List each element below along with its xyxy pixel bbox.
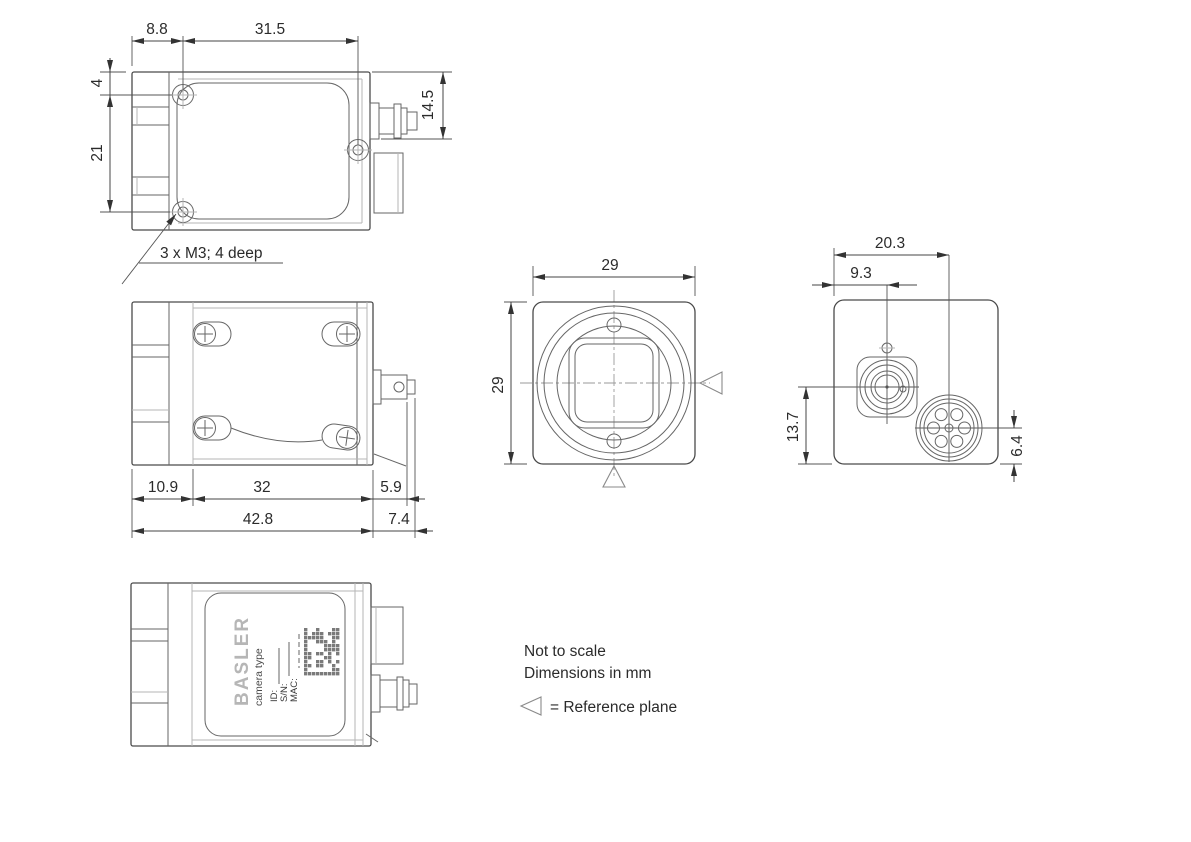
dim-top-31-5: 31.5 [255, 21, 285, 38]
camera-type-text: camera type [253, 648, 265, 706]
dim-top-4: 4 [89, 78, 106, 87]
back-power-io-connector [915, 394, 983, 462]
qr-code [304, 628, 340, 676]
back-led-indicator [879, 342, 895, 354]
front-mount-hole-top [606, 317, 622, 333]
dim-back-6-4: 6.4 [1009, 435, 1026, 457]
front-mount-hole-bottom [606, 433, 622, 449]
back-view-dimensions: 20.3 9.3 13.7 6.4 [785, 235, 1026, 482]
dim-back-20-3: 20.3 [875, 235, 905, 252]
side-view-dimensions: 10.9 32 5.9 42.8 7.4 [131, 398, 433, 538]
top-view-screw-holes [169, 81, 372, 226]
side-view-screws [192, 321, 361, 451]
reference-plane-marker-right [698, 371, 723, 395]
dim-back-13-7: 13.7 [785, 412, 802, 442]
back-view: 20.3 9.3 13.7 6.4 [785, 235, 1026, 482]
front-view-dimensions: 29 29 [490, 257, 696, 465]
back-bnc-connector [856, 356, 918, 418]
note-not-to-scale: Not to scale [524, 643, 606, 660]
dim-side-10-9: 10.9 [148, 479, 178, 496]
label-sn: S/N: [279, 684, 290, 702]
side-view-connector [372, 369, 416, 405]
dim-top-21: 21 [89, 144, 106, 161]
screw-note-text: 3 x M3; 4 deep [160, 245, 263, 262]
note-dimensions-mm: Dimensions in mm [524, 665, 651, 682]
reference-plane-marker-bottom [602, 464, 626, 488]
reference-plane-legend-icon [519, 696, 542, 716]
bottom-io-block [370, 606, 404, 665]
dim-top-14-5: 14.5 [420, 90, 437, 120]
product-label: BASLER camera type ID: S/N: MAC: [204, 592, 346, 737]
dim-side-42-8: 42.8 [243, 511, 273, 528]
label-id: ID: [269, 690, 280, 702]
top-view-io-block [373, 152, 404, 214]
bottom-bnc-connector [370, 674, 418, 713]
label-mac: MAC: [289, 678, 300, 702]
dim-side-5-9: 5.9 [380, 479, 402, 496]
top-view-bnc-connector [369, 102, 418, 140]
top-view-body [131, 71, 371, 231]
front-view-body [532, 301, 696, 465]
dim-top-8-8: 8.8 [146, 21, 168, 38]
side-view-body [131, 301, 407, 467]
drawing-notes: Not to scale Dimensions in mm = Referenc… [519, 643, 677, 716]
side-view: 10.9 32 5.9 42.8 7.4 [131, 301, 433, 538]
basler-logo: BASLER [232, 616, 253, 706]
back-view-body [833, 299, 999, 465]
top-view: 8.8 31.5 4 21 14.5 3 x M3; 4 deep [89, 21, 452, 285]
note-reference-plane: = Reference plane [550, 699, 677, 716]
bottom-view: BASLER camera type ID: S/N: MAC: [130, 582, 418, 747]
bottom-view-body [130, 582, 379, 747]
dim-front-width: 29 [601, 257, 618, 274]
top-view-dimensions: 8.8 31.5 4 21 14.5 [89, 21, 452, 213]
front-view: 29 29 [490, 257, 723, 488]
dim-side-32: 32 [253, 479, 270, 496]
dim-back-9-3: 9.3 [850, 265, 872, 282]
screw-note-leader: 3 x M3; 4 deep [121, 213, 283, 285]
dim-front-height: 29 [490, 376, 507, 393]
dim-side-7-4: 7.4 [388, 511, 410, 528]
front-lens-mount [536, 305, 692, 461]
